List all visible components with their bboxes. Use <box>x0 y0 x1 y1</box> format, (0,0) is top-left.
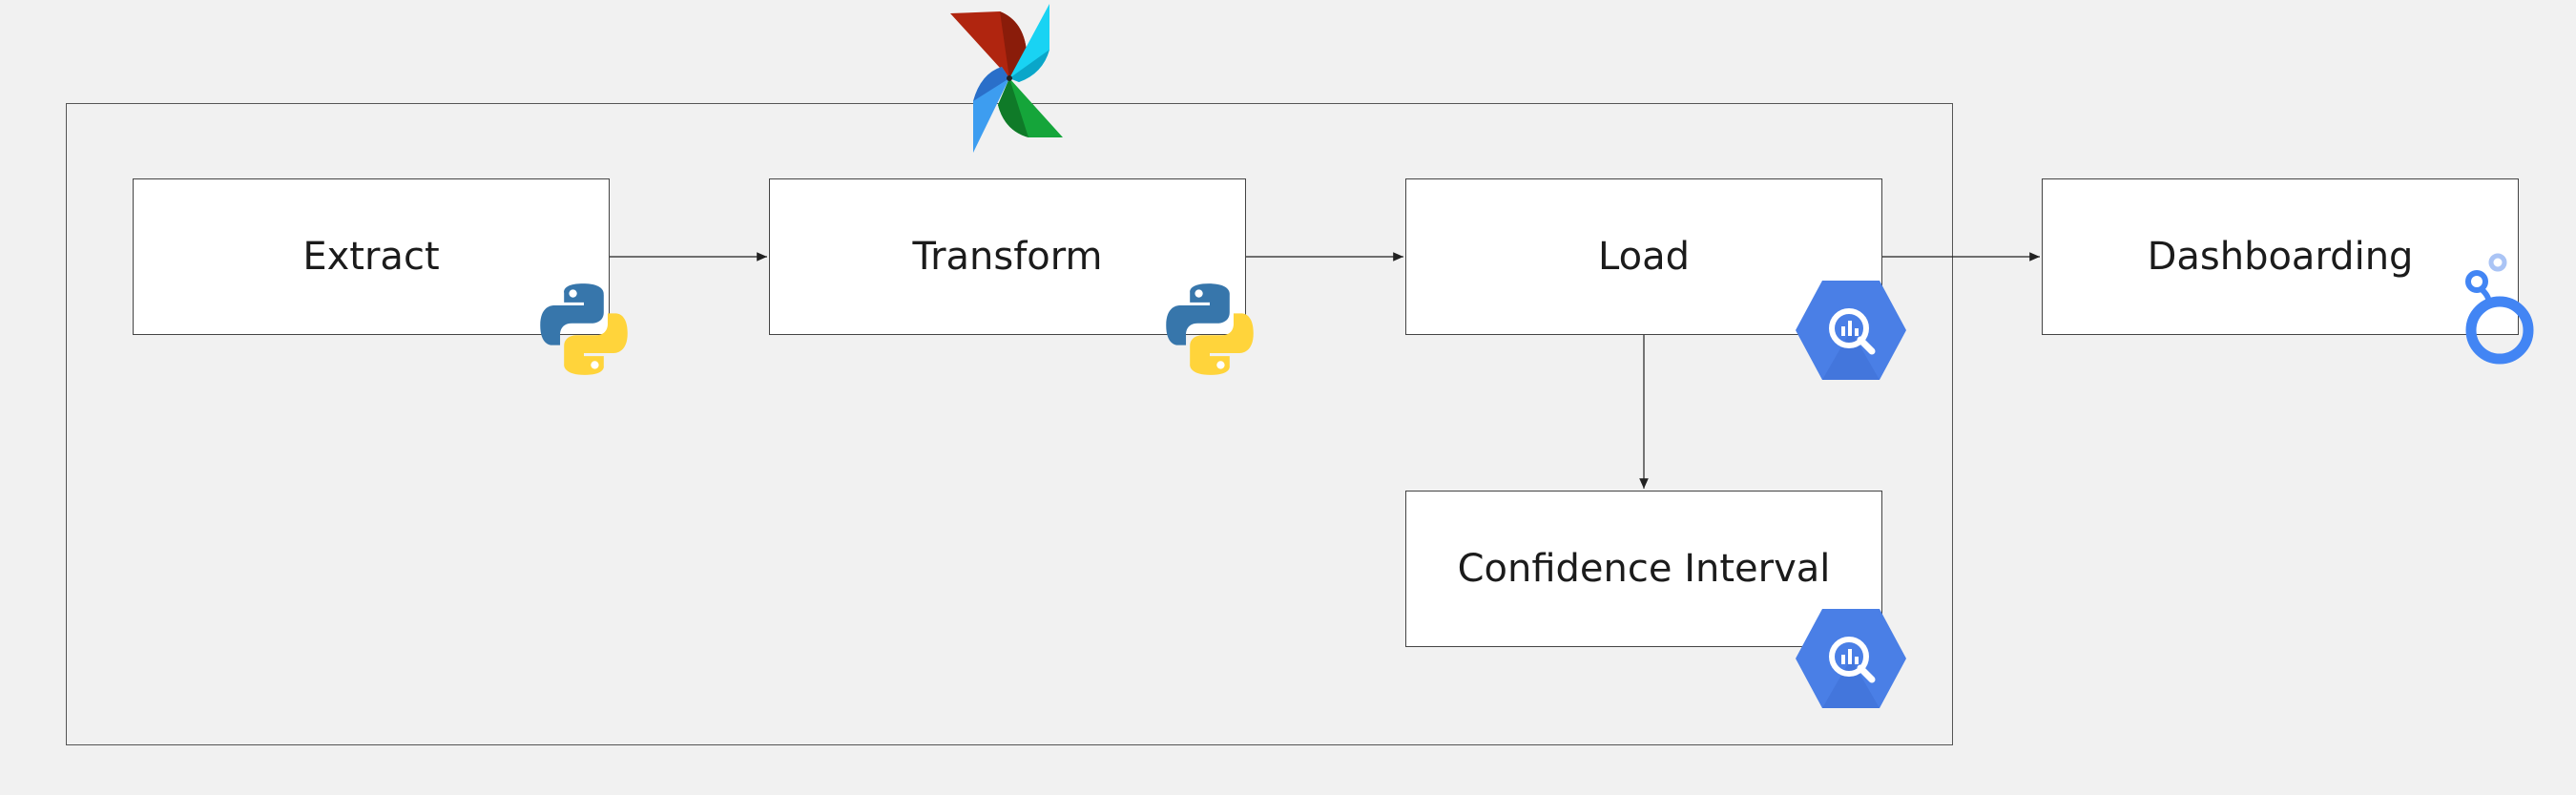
dashboarding-label: Dashboarding <box>2147 235 2414 279</box>
transform-label: Transform <box>912 235 1103 279</box>
bigquery-icon <box>1796 281 1906 380</box>
looker-studio-icon <box>2465 253 2534 365</box>
load-label: Load <box>1598 235 1690 279</box>
extract-label: Extract <box>302 235 440 279</box>
python-icon <box>1166 283 1254 375</box>
transform-box[interactable]: Transform <box>769 178 1246 335</box>
confidence-interval-label: Confidence Interval <box>1457 547 1831 591</box>
load-box[interactable]: Load <box>1405 178 1882 335</box>
bigquery-icon <box>1796 609 1906 708</box>
extract-box[interactable]: Extract <box>133 178 610 335</box>
confidence-interval-box[interactable]: Confidence Interval <box>1405 491 1882 647</box>
airflow-pinwheel-icon <box>950 4 1063 153</box>
dashboarding-box[interactable]: Dashboarding <box>2042 178 2519 335</box>
python-icon <box>540 283 628 375</box>
